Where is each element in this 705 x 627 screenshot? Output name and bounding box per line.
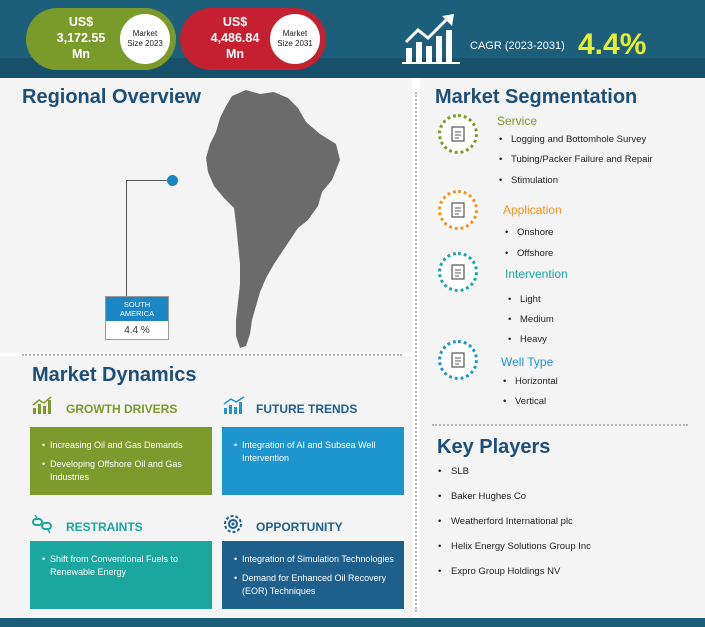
segmentation-divider	[432, 424, 688, 426]
market-size-2031-value: US$ 4,486.84 Mn	[190, 14, 280, 62]
service-title: Service	[497, 114, 538, 128]
currency-label: US$	[222, 15, 248, 29]
list-item: Integration of Simulation Technologies	[234, 553, 394, 566]
currency-label: US$	[68, 15, 94, 29]
intervention-icon	[438, 252, 478, 292]
market-size-2031-pill: US$ 4,486.84 Mn Market Size 2031	[180, 8, 326, 70]
opportunity-title: OPPORTUNITY	[256, 520, 343, 534]
vertical-divider	[415, 92, 417, 612]
restraints-title: RESTRAINTS	[66, 520, 143, 534]
list-item: Demand for Enhanced Oil Recovery (EOR) T…	[234, 572, 394, 598]
market-size-2023-value: US$ 3,172.55 Mn	[36, 14, 126, 62]
list-item: Logging and Bottomhole Survey	[499, 134, 646, 145]
application-title: Application	[503, 203, 562, 217]
south-america-map	[206, 90, 340, 348]
list-item: Weatherford International plc	[438, 516, 573, 527]
growth-drivers-title: GROWTH DRIVERS	[66, 402, 178, 416]
unit-label: Mn	[225, 47, 245, 61]
market-segmentation-title: Market Segmentation	[435, 86, 638, 108]
opportunity-card: Integration of Simulation Technologies D…	[222, 541, 404, 609]
list-item: Increasing Oil and Gas Demands	[42, 439, 202, 452]
market-size-2023-pill: US$ 3,172.55 Mn Market Size 2023	[26, 8, 176, 70]
target-gear-icon	[224, 515, 242, 533]
trend-chart-icon	[223, 396, 245, 414]
regional-panel	[0, 78, 412, 353]
bar-chart-icon	[32, 396, 52, 414]
list-item: Tubing/Packer Failure and Repair	[499, 154, 653, 165]
market-dynamics-title: Market Dynamics	[32, 364, 197, 386]
list-item: Stimulation	[499, 175, 558, 186]
horizontal-divider	[22, 354, 402, 356]
list-item: Horizontal	[503, 376, 558, 387]
footer-bar	[0, 618, 705, 627]
market-size-2031-label: Market Size 2031	[270, 14, 320, 64]
future-trends-card: Integration of AI and Subsea Well Interv…	[222, 427, 404, 495]
value-number: 4,486.84	[210, 31, 260, 45]
future-trends-title: FUTURE TRENDS	[256, 402, 358, 416]
header-shade	[0, 58, 705, 78]
unit-label: Mn	[71, 47, 91, 61]
list-item: Vertical	[503, 396, 546, 407]
application-icon	[438, 190, 478, 230]
intervention-title: Intervention	[505, 267, 568, 281]
list-item: SLB	[438, 466, 469, 477]
list-item: Onshore	[505, 227, 554, 238]
broken-link-icon	[32, 514, 52, 534]
service-icon	[438, 114, 478, 154]
well-type-icon	[438, 340, 478, 380]
list-item: Heavy	[508, 334, 547, 345]
list-item: Developing Offshore Oil and Gas Industri…	[42, 458, 202, 484]
key-players-title: Key Players	[437, 436, 551, 458]
region-value: 4.4 %	[124, 325, 150, 336]
value-number: 3,172.55	[56, 31, 106, 45]
regional-overview-title: Regional Overview	[22, 86, 201, 108]
growth-chart-icon	[402, 14, 460, 64]
market-size-2023-label: Market Size 2023	[120, 14, 170, 64]
list-item: Helix Energy Solutions Group Inc	[438, 541, 591, 552]
growth-drivers-card: Increasing Oil and Gas Demands Developin…	[30, 427, 212, 495]
list-item: Integration of AI and Subsea Well Interv…	[234, 439, 394, 465]
list-item: Light	[508, 294, 540, 305]
region-name: SOUTH AMERICA	[106, 297, 168, 321]
region-callout: SOUTH AMERICA 4.4 %	[105, 296, 169, 340]
well-type-title: Well Type	[501, 355, 554, 369]
pin-connector-horizontal	[126, 180, 172, 181]
cagr-value: 4.4%	[578, 28, 647, 61]
pin-connector-vertical	[126, 180, 127, 300]
list-item: Expro Group Holdings NV	[438, 566, 560, 577]
restraints-card: Shift from Conventional Fuels to Renewab…	[30, 541, 212, 609]
location-pin	[167, 175, 178, 186]
list-item: Baker Hughes Co	[438, 491, 526, 502]
list-item: Medium	[508, 314, 554, 325]
list-item: Shift from Conventional Fuels to Renewab…	[42, 553, 202, 579]
list-item: Offshore	[505, 248, 553, 259]
cagr-label: CAGR (2023-2031)	[470, 40, 565, 52]
